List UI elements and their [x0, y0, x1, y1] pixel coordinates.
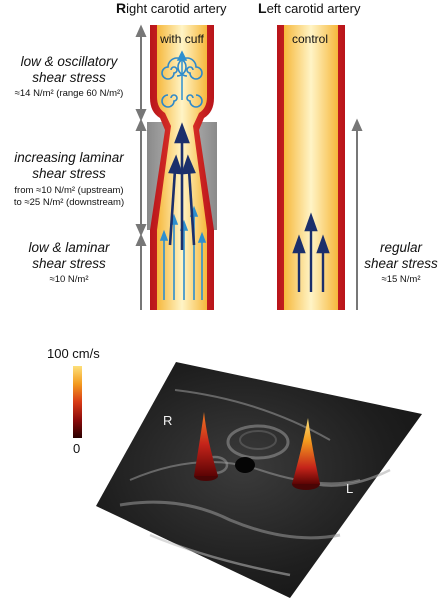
- increasing-value-1: from ≈10 N/m² (upstream): [14, 185, 124, 196]
- right-light-arrows: [159, 205, 207, 300]
- regular-scale-arrow: [351, 118, 363, 310]
- regular-region: regular shear stress ≈15 N/m²: [362, 240, 440, 286]
- regular-title-2: shear stress: [364, 256, 438, 271]
- right-dark-arrows: [168, 122, 196, 250]
- oscillatory-arrows: [176, 50, 188, 100]
- oscillatory-title-1: low & oscillatory: [20, 54, 118, 69]
- oscillatory-title-2: shear stress: [32, 70, 106, 85]
- colorbar-min-label: 0: [73, 441, 81, 456]
- regular-title-1: regular: [379, 240, 423, 255]
- left-vessel-arrows: [292, 212, 330, 292]
- increasing-title-1: increasing laminar: [14, 150, 124, 165]
- region-scale-arrows: [135, 24, 147, 310]
- left-carotid-title: Left carotid artery: [258, 0, 361, 16]
- colorbar-max-label: 100 cm/s: [47, 346, 100, 361]
- mri-velocity-map: [96, 362, 422, 598]
- laminar-title-1: low & laminar: [28, 240, 110, 255]
- increasing-title-2: shear stress: [32, 166, 106, 181]
- colorbar: [73, 366, 82, 438]
- left-vessel-label: control: [291, 32, 329, 46]
- increasing-region: increasing laminar shear stress from ≈10…: [0, 150, 138, 209]
- oscillatory-region: low & oscillatory shear stress ≈14 N/m² …: [0, 54, 138, 100]
- velocity-peak-left: [292, 418, 320, 490]
- mri-label-left: L: [346, 481, 354, 496]
- right-carotid-title: Right carotid artery: [116, 0, 227, 16]
- oscillatory-spirals: [161, 57, 203, 108]
- increasing-value-2: to ≈25 N/m² (downstream): [13, 197, 125, 208]
- laminar-value: ≈10 N/m²: [49, 274, 89, 285]
- oscillatory-value: ≈14 N/m² (range 60 N/m²): [14, 88, 124, 99]
- mri-plane: [96, 362, 422, 598]
- mri-label-right: R: [163, 413, 173, 428]
- regular-value: ≈15 N/m²: [381, 274, 421, 285]
- velocity-peak-right: [194, 412, 218, 481]
- vessel-diagram: [135, 24, 363, 310]
- right-vessel-label: with cuff: [160, 32, 204, 46]
- laminar-title-2: shear stress: [32, 256, 106, 271]
- mri-trachea: [235, 457, 255, 473]
- laminar-region: low & laminar shear stress ≈10 N/m²: [0, 240, 138, 286]
